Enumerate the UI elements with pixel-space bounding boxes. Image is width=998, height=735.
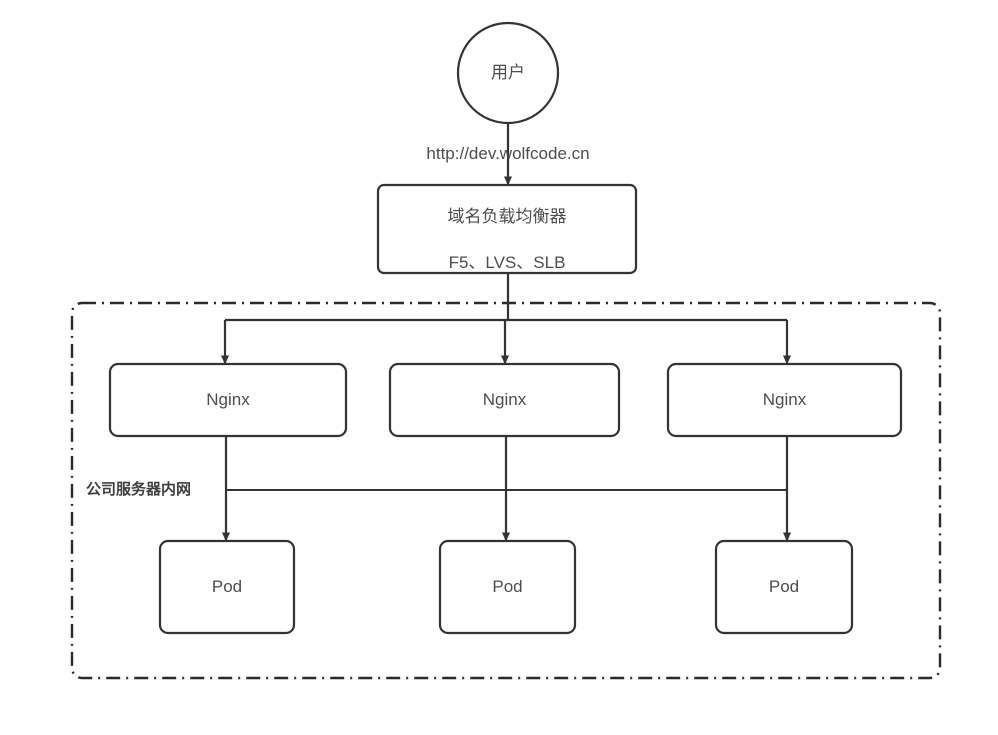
pod-node-shape-1 <box>438 539 577 635</box>
nginx-node-shape-0 <box>108 362 348 438</box>
pod-node-shape-0 <box>158 539 296 635</box>
pod-node-shape-2 <box>714 539 854 635</box>
internal-network-zone-border <box>70 301 942 680</box>
load-balancer-shape <box>376 183 638 275</box>
user-node-shape <box>456 21 560 125</box>
nginx-node-shape-1 <box>388 362 621 438</box>
nginx-node-shape-2 <box>666 362 903 438</box>
